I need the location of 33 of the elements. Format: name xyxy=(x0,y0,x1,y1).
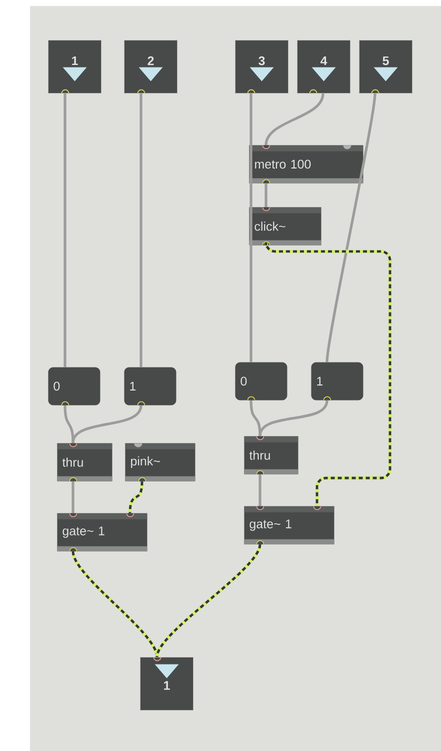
object-box: gate~ 1 xyxy=(57,513,148,552)
object-box: gate~ 1 xyxy=(244,506,334,544)
object-box: click~ xyxy=(249,207,322,246)
patch-cord xyxy=(64,405,74,444)
message-box: 1 xyxy=(311,362,364,400)
outlet-box: 1 xyxy=(140,657,194,710)
patch-cord xyxy=(250,94,252,362)
patch-cord xyxy=(264,93,324,146)
message-box: 0 xyxy=(235,362,288,400)
patch-cord xyxy=(326,93,376,362)
object-box: thru xyxy=(244,436,298,474)
patch-cord xyxy=(71,551,159,658)
object-box: thru xyxy=(57,443,112,482)
inlet-box: 4 xyxy=(297,40,350,94)
patch-cord xyxy=(128,481,144,514)
patch-cord xyxy=(155,544,262,658)
object-box: metro 100 xyxy=(249,145,364,184)
patch-cord xyxy=(258,474,262,506)
patch-cord xyxy=(64,94,66,367)
patch-cord xyxy=(250,400,262,436)
patch-cord xyxy=(258,400,328,436)
message-box: 1 xyxy=(124,367,176,406)
object-box: pink~ xyxy=(125,443,196,482)
patch-cord xyxy=(264,183,268,207)
inlet-box: 1 xyxy=(48,40,102,94)
inlet-box: 5 xyxy=(359,40,412,94)
patch-cord xyxy=(72,481,74,513)
message-box: 0 xyxy=(48,367,100,406)
inlet-box: 2 xyxy=(124,40,178,94)
patch-cord xyxy=(264,240,392,506)
patch-cord xyxy=(140,94,142,367)
patch-cord xyxy=(72,405,142,444)
inlet-box: 3 xyxy=(235,40,288,94)
